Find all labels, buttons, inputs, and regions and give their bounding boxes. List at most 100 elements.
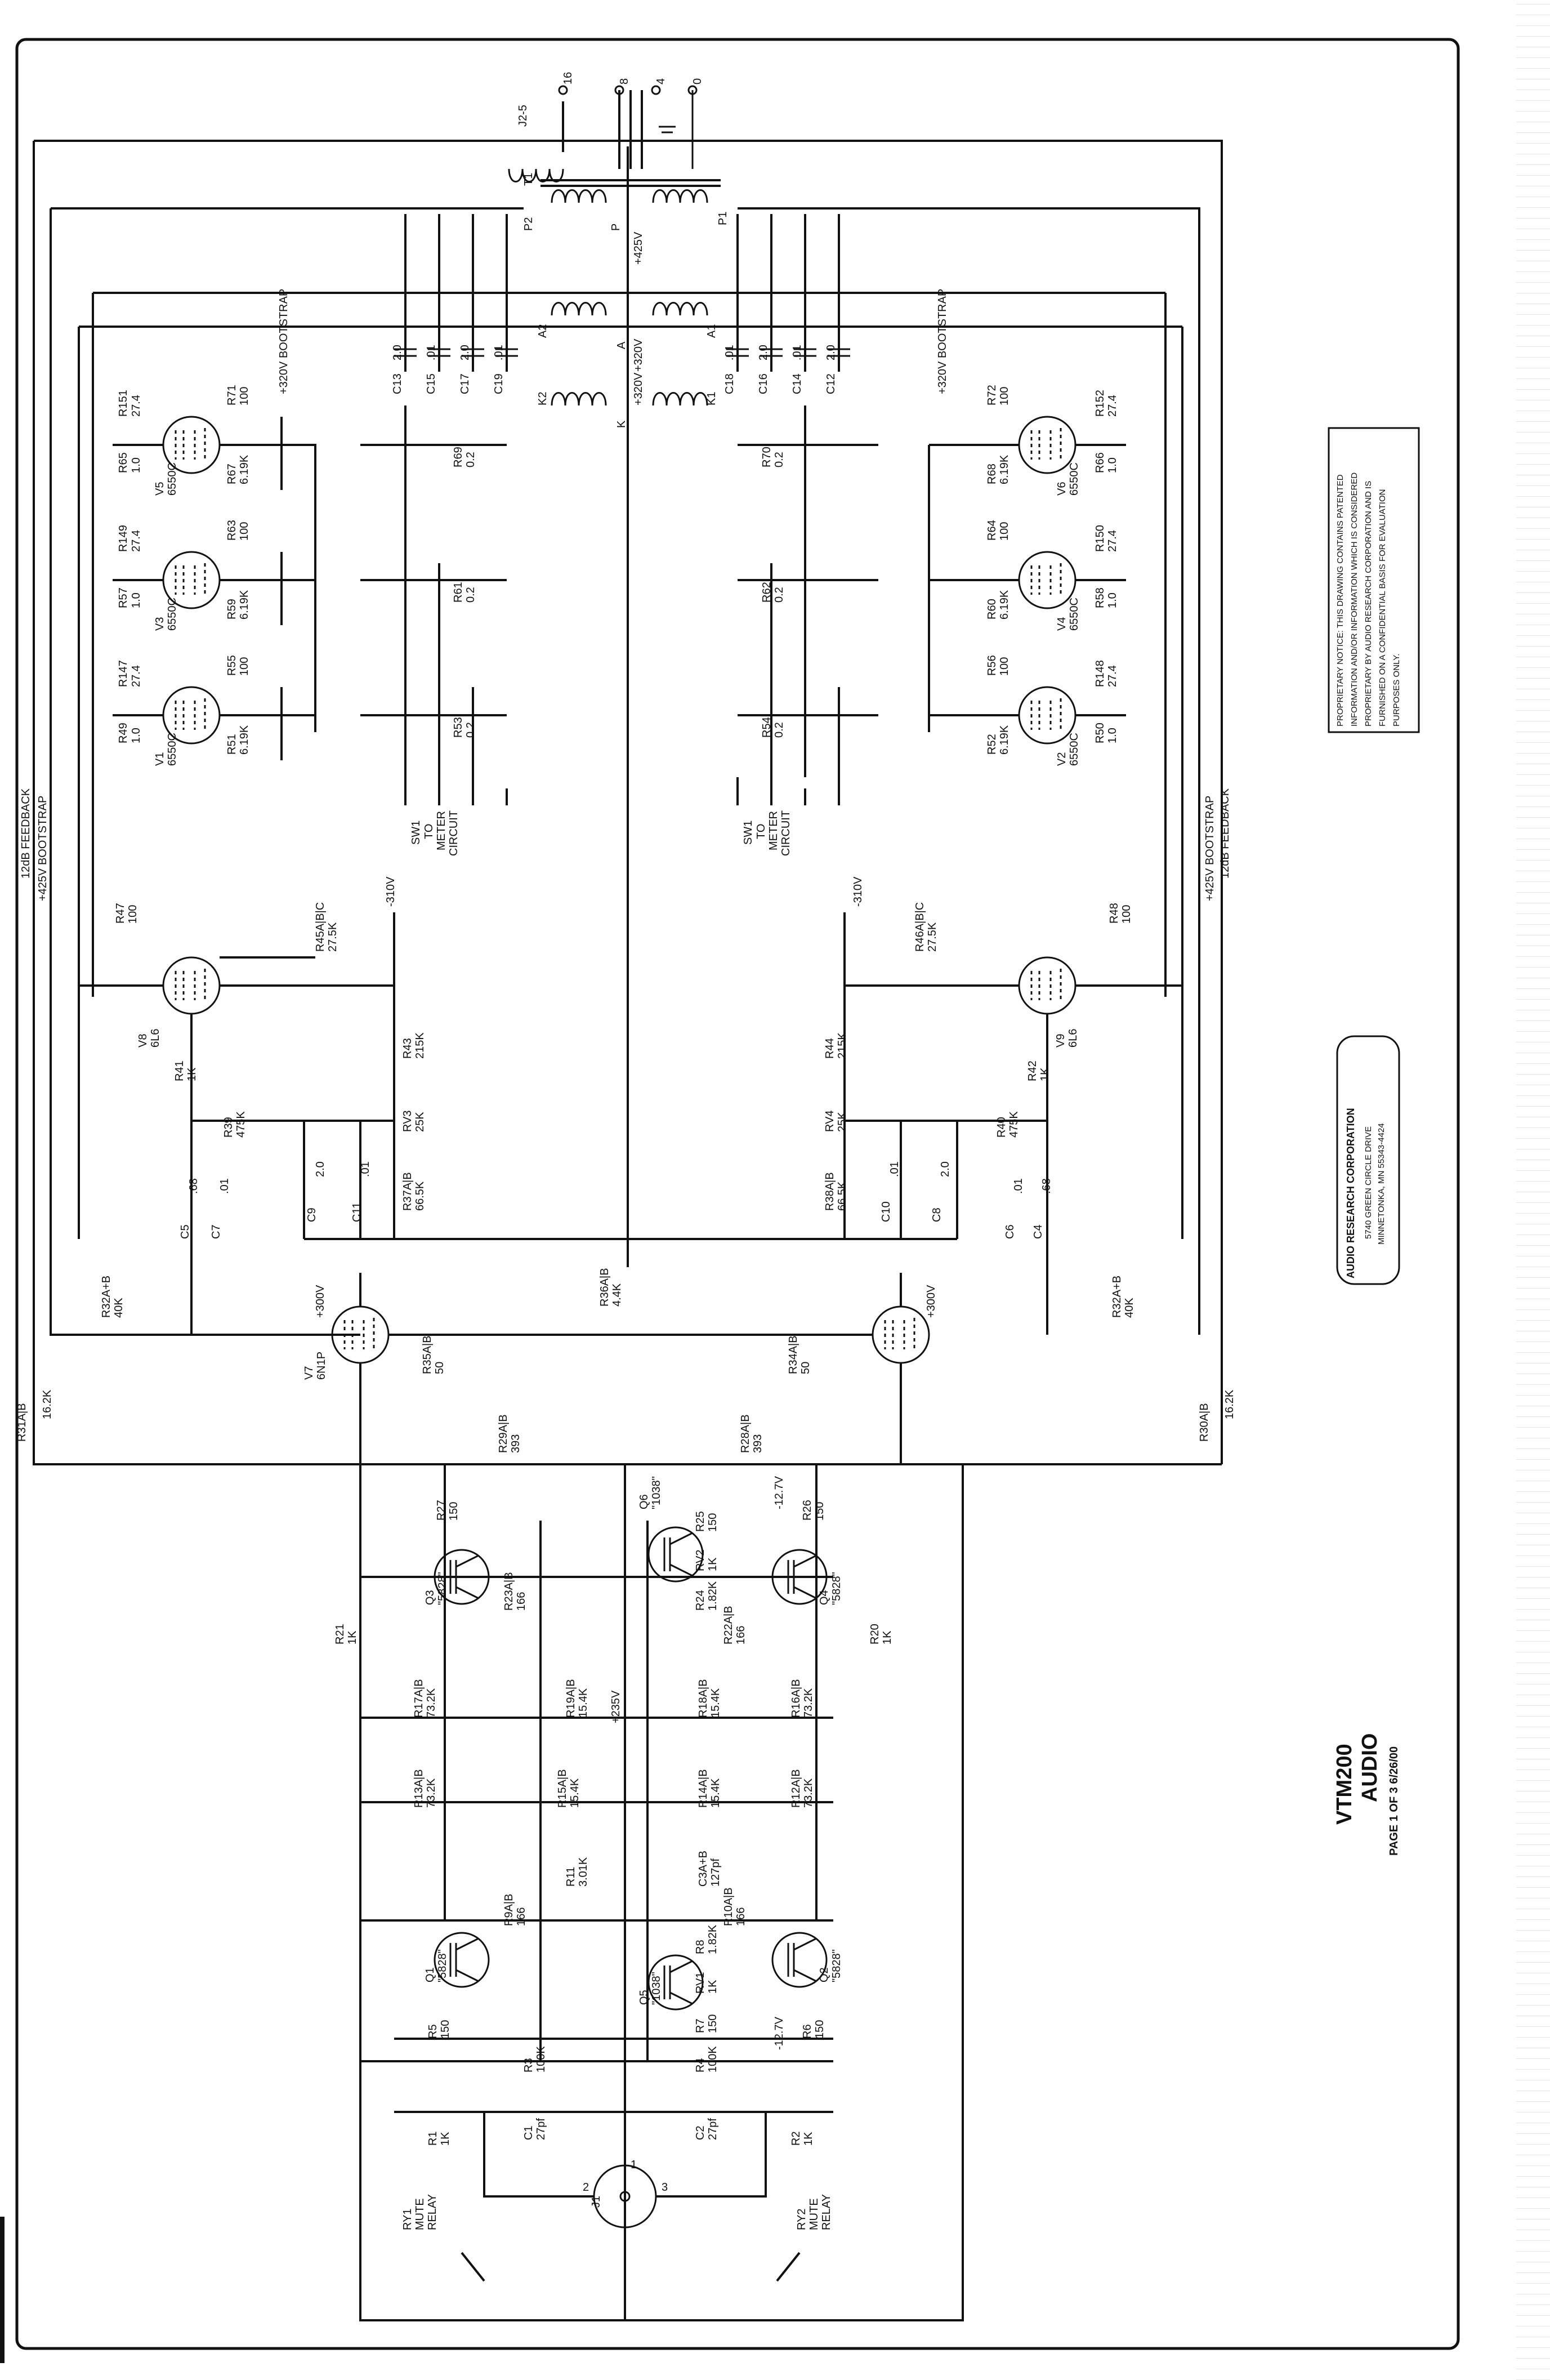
r52-val: 6.19K [998,725,1011,755]
r44-val: 215K [836,1032,848,1059]
r56-ref: R56 [986,655,998,676]
feedback-rail [33,140,1223,1465]
c5-ref: C5 [179,1224,191,1239]
r6-ref: R6 [801,2024,814,2039]
c1-val: 27pf [535,2118,547,2140]
p1-label: P1 [717,212,729,225]
r7-ref: R7 [694,2018,707,2033]
r47-ref: R47 [114,903,127,924]
meter-lower: METER [767,811,780,850]
r67-val: 6.19K [238,454,251,484]
b-plus-label: +425V [632,231,645,265]
q4-ref: Q4 [818,1590,830,1605]
r14-val: 15.4K [709,1778,722,1808]
a1-label: A1 [705,324,718,338]
v7-plus: +300V [314,1285,327,1318]
r58-ref: R58 [1094,587,1106,608]
q1-ref: Q1 [424,1967,436,1982]
r53-ref: R53 [452,717,464,738]
r11-val: 3.01K [577,1857,589,1887]
r48-ref: R48 [1108,903,1120,924]
c19-ref: C19 [493,373,505,394]
v7-ref: V7 [303,1366,315,1380]
c8-val: 2.0 [939,1161,952,1177]
r50-val: 1.0 [1106,728,1119,743]
q5-type: "1038" [650,1972,663,2005]
c2-ref: C2 [694,2125,707,2140]
neg127-lower: -12.7V [773,2016,785,2050]
r16-ref: R16A|B [790,1679,802,1718]
v6-type: 6550C [1068,462,1080,496]
r55-ref: R55 [226,655,238,676]
rv2-ref: RV2 [694,1549,707,1571]
r43-ref: R43 [401,1038,414,1059]
r45-ref: R45A|B|C [314,902,327,952]
r26-val: 150 [814,1502,826,1521]
c3-val: 127pf [709,1858,722,1887]
fb-lower-label: 12dB FEEDBACK [1219,788,1231,879]
r55-val: 100 [238,657,251,676]
c6-val: .01 [1012,1178,1025,1194]
r63-ref: R63 [226,520,238,541]
q3-ref: Q3 [424,1590,436,1605]
c16-ref: C16 [757,373,770,394]
r63-val: 100 [238,522,251,541]
r9-val: 166 [515,1907,528,1926]
r50-ref: R50 [1094,723,1106,743]
rv4-ref: RV4 [824,1110,836,1132]
r30-val: 16.2K [1223,1389,1236,1419]
c9-val: 2.0 [314,1161,327,1177]
v7-tube [331,1273,964,2321]
r69-ref: R69 [452,447,464,467]
r20-ref: R20 [869,1624,881,1644]
bootstrap-rail [50,207,1200,1336]
r35-val: 50 [434,1362,446,1374]
scan-edge-mark [0,2217,5,2363]
tap-16: 16 [562,72,574,84]
rv1-val: 1K [707,1980,719,1994]
c10-val: .01 [888,1161,901,1177]
output-transformer [508,85,721,204]
p2-label: P2 [522,217,535,231]
r32a-ref: R32A+B [100,1276,113,1318]
input-stage [360,1464,833,2320]
circuit-upper: CIRCUIT [448,810,460,856]
r34-val: 50 [799,1362,812,1374]
r28-val: 393 [752,1434,764,1453]
r44-ref: R44 [824,1038,836,1059]
c4-ref: C4 [1032,1224,1044,1239]
fb-upper-label: 12dB FEEDBACK [20,788,32,879]
rv1-ref: RV1 [694,1972,707,1994]
r66-ref: R66 [1094,452,1106,473]
driver-tubes [79,912,1182,1335]
r48-val: 100 [1120,905,1133,924]
r5-ref: R5 [427,2024,439,2039]
q4-type: "5828" [830,1572,843,1605]
r70-ref: R70 [761,447,773,467]
r16-val: 73.2K [802,1688,815,1718]
r23-val: 166 [515,1592,528,1611]
q5-ref: Q5 [638,1990,650,2005]
r62-val: 0.2 [773,587,785,603]
r21-ref: R21 [334,1624,346,1644]
r31-val: 16.2K [41,1389,53,1419]
r64-val: 100 [998,522,1011,541]
q3-type: "5828" [436,1572,449,1605]
notice-line-5: PURPOSES ONLY. [1392,654,1401,727]
j1-pin2: 2 [583,2181,589,2194]
r25-val: 150 [707,1513,719,1532]
r35-ref: R35A|B [421,1335,434,1374]
q6-type: "1038" [650,1476,663,1509]
v9-type: 6L6 [1067,1029,1079,1048]
r13-ref: R13A|B [413,1769,425,1808]
scan-noise-strip [1516,0,1550,2380]
r151-ref: R151 [117,390,129,417]
a-node: A [615,341,628,349]
circuit-lower: CIRCUIT [780,810,792,856]
r28-ref: R28A|B [739,1414,752,1453]
r46-val: 27.5K [926,922,939,952]
r60-val: 6.19K [998,590,1011,619]
c14-val: .01 [791,345,803,360]
r39-ref: R39 [222,1117,235,1138]
c15-val: .01 [425,345,437,360]
